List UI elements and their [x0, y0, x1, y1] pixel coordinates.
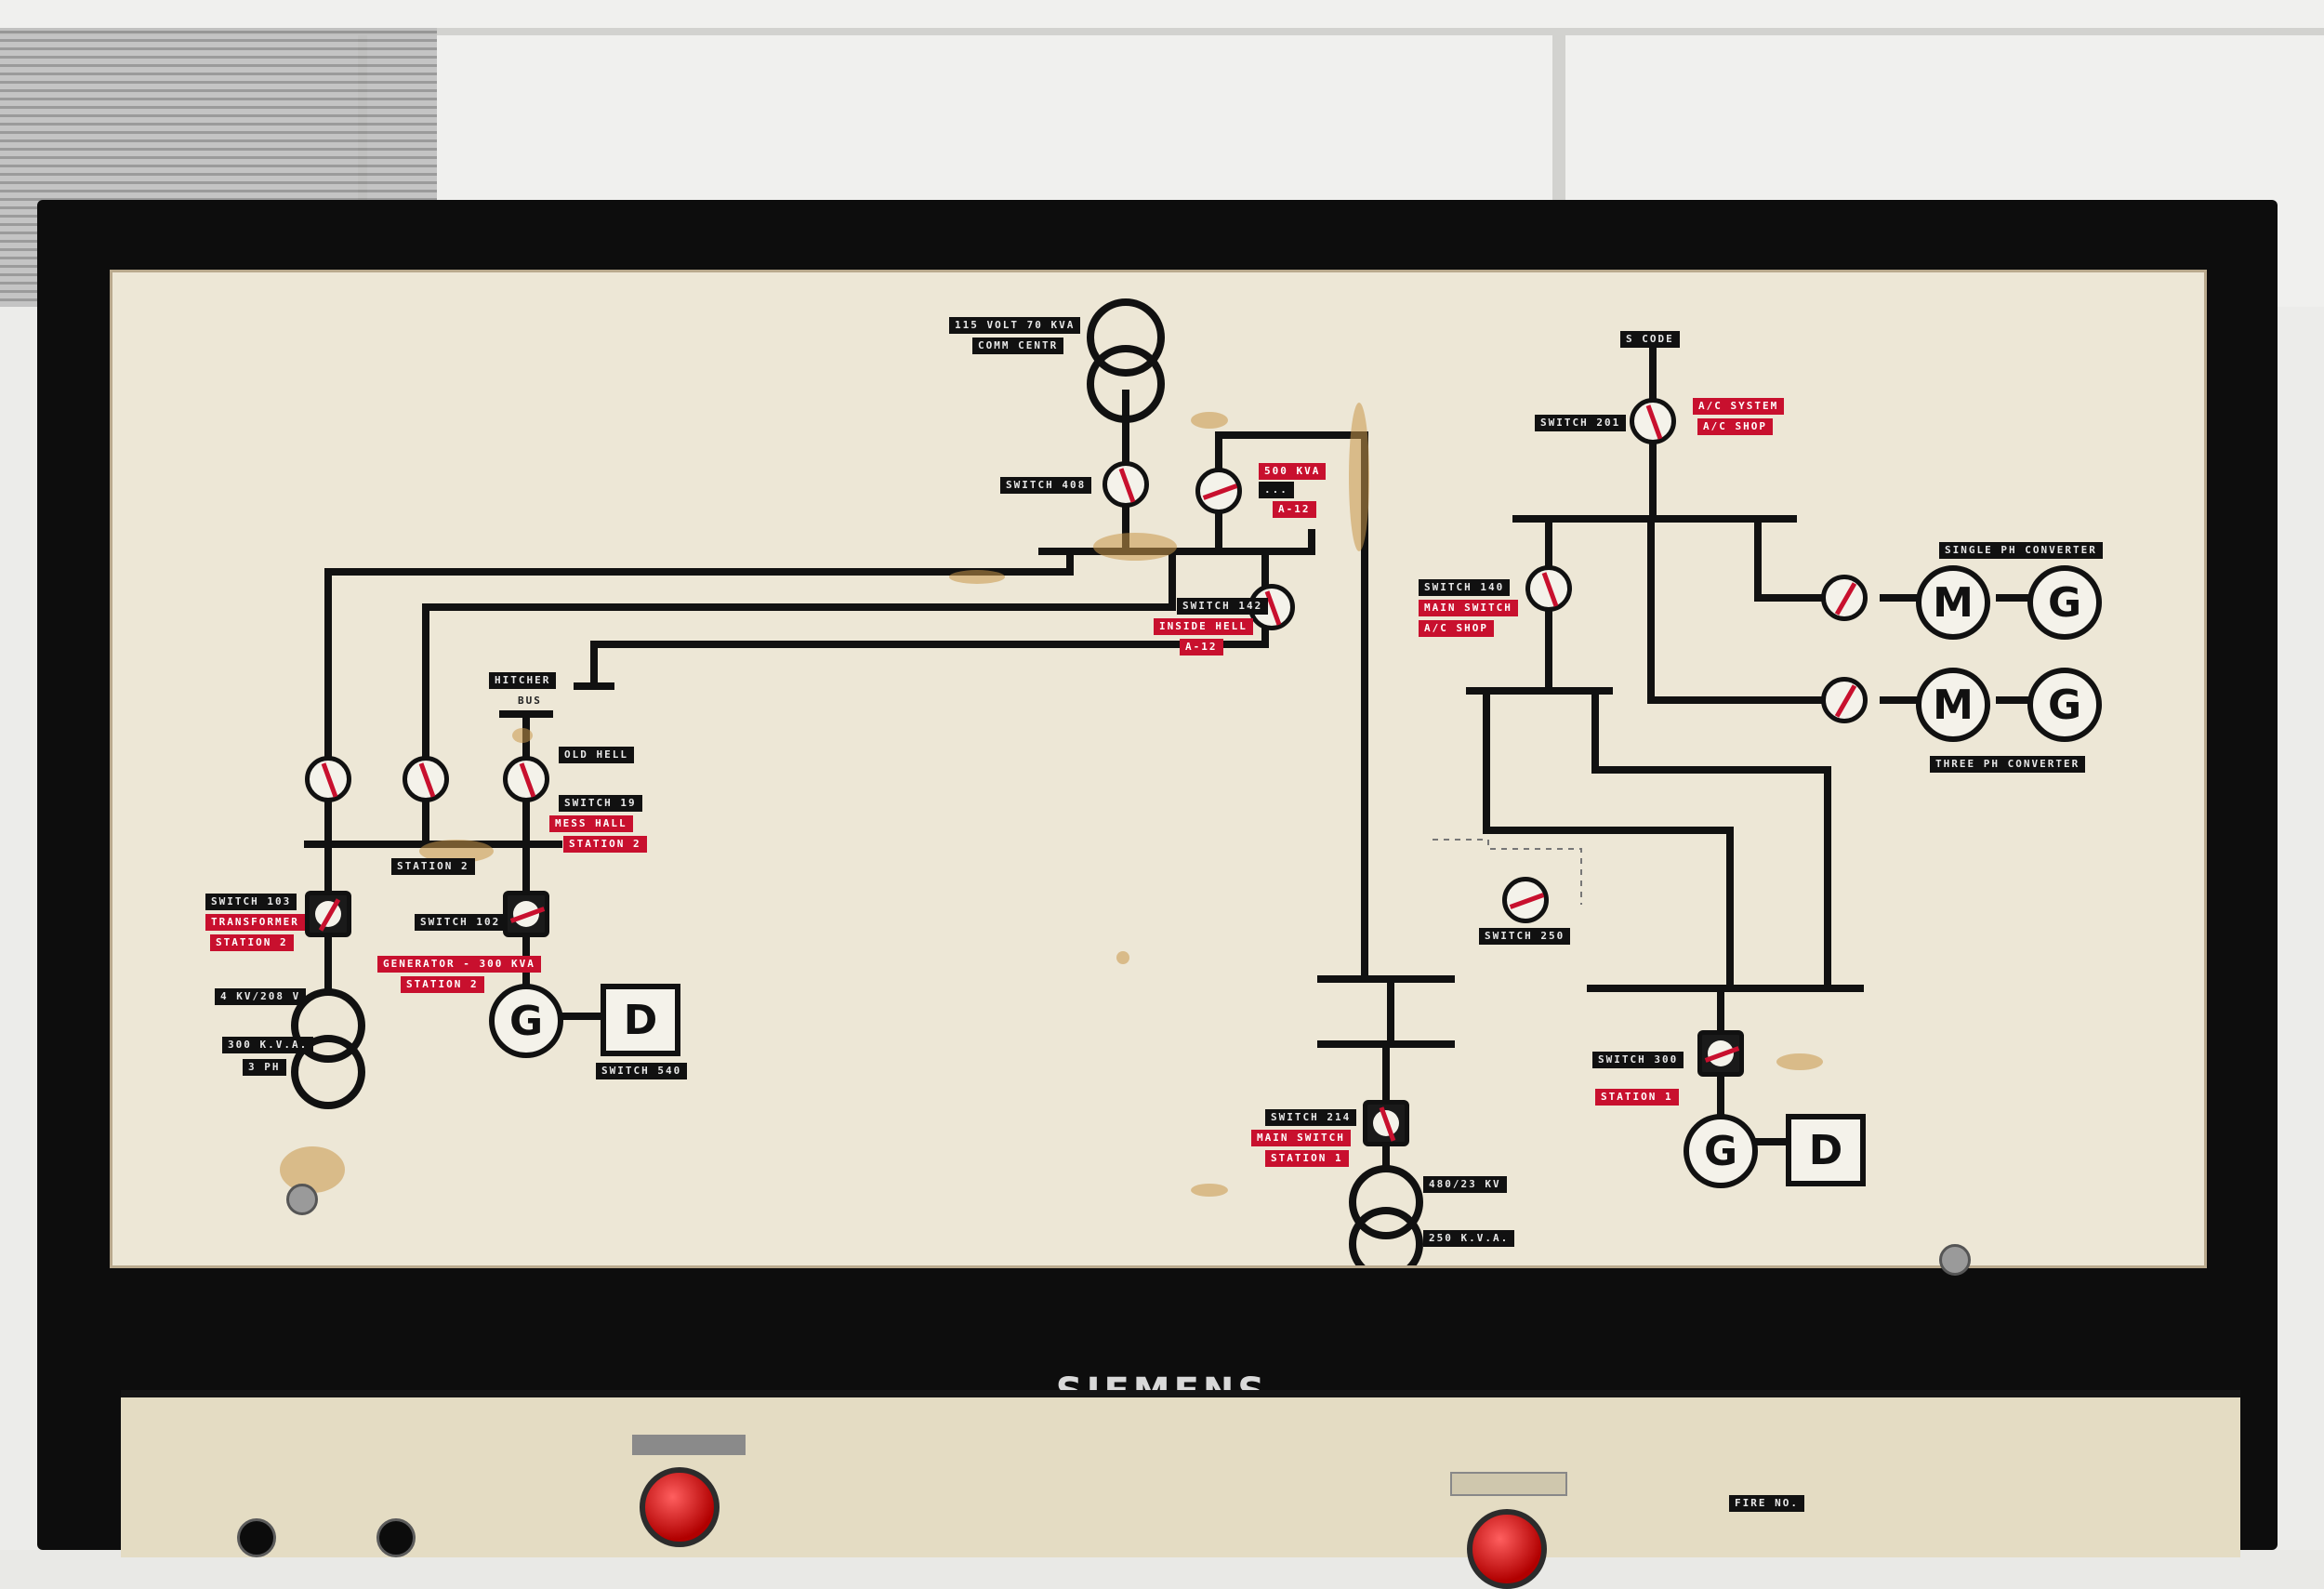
switch-103[interactable]	[305, 891, 351, 937]
station-2-r3-label: STATION 2	[401, 976, 484, 993]
nameplate	[632, 1435, 746, 1455]
lower-console: FIRE NO.	[121, 1390, 2240, 1589]
switch-500kva[interactable]	[1195, 468, 1242, 514]
mounting-screw	[286, 1184, 318, 1215]
motor-2: M	[1916, 668, 1990, 742]
switch-408[interactable]	[1103, 461, 1149, 508]
switch-214[interactable]	[1363, 1100, 1409, 1146]
station-2-r2-label: STATION 2	[210, 934, 294, 951]
hitcher-label: HITCHER	[489, 672, 557, 689]
red-button-left[interactable]	[640, 1467, 720, 1547]
rust-spot	[1776, 1053, 1823, 1070]
transformer-top-label: 115 VOLT 70 KVA	[949, 317, 1081, 334]
mounting-screw	[1939, 1244, 1971, 1276]
kva-bottom-label: 250 K.V.A.	[1423, 1230, 1515, 1247]
three-ph-label: THREE PH CONVERTER	[1930, 756, 2086, 773]
diesel-right: D	[1786, 1114, 1866, 1186]
rust-spot	[280, 1146, 345, 1193]
rust-spot	[1349, 403, 1369, 551]
bus-lines	[291, 298, 2036, 1265]
kva-500-label-c: A-12	[1273, 501, 1316, 518]
rust-spot	[1116, 951, 1129, 964]
mimic-panel: 115 VOLT 70 KVA COMM CENTR SWITCH 408 50…	[110, 270, 2207, 1276]
switch-300-label: SWITCH 300	[1592, 1052, 1684, 1068]
switch-540-label: SWITCH 540	[596, 1063, 688, 1079]
transformer-r-label: TRANSFORMER	[205, 914, 305, 931]
switch-201[interactable]	[1630, 398, 1676, 444]
code-top-label: S CODE	[1620, 331, 1680, 348]
switch-410[interactable]	[305, 756, 351, 802]
kv-left-label: 4 KV/208 V	[215, 988, 307, 1005]
ac-system-label: A/C SYSTEM	[1693, 398, 1785, 415]
red-button-right[interactable]	[1467, 1509, 1547, 1589]
kva-500-label-b: ...	[1259, 482, 1294, 498]
station-1-label: STATION 1	[1595, 1089, 1679, 1106]
generator-right: G	[1684, 1114, 1758, 1188]
transformer-top-label-2: COMM CENTR	[972, 338, 1064, 354]
switch-three-ph[interactable]	[1821, 677, 1868, 723]
diesel-left: D	[601, 984, 680, 1056]
switch-300[interactable]	[1697, 1030, 1744, 1077]
rust-spot	[1093, 533, 1177, 561]
kva-500-label: 500 KVA	[1259, 463, 1327, 480]
kva-left2-label: 3 PH	[243, 1059, 286, 1076]
rust-spot	[512, 728, 533, 743]
switch-19[interactable]	[503, 756, 549, 802]
motor-1: M	[1916, 565, 1990, 640]
switch-142-label: SWITCH 142	[1177, 598, 1269, 615]
inside-hell-label: INSIDE HELL	[1154, 618, 1253, 635]
switch-214-label: SWITCH 214	[1265, 1109, 1357, 1126]
generator-2: G	[2027, 668, 2102, 742]
switch-409[interactable]	[403, 756, 449, 802]
switch-103-label: SWITCH 103	[205, 894, 297, 910]
rust-spot	[949, 570, 1005, 584]
kva-left-label: 300 K.V.A.	[222, 1037, 314, 1053]
switch-140-label: SWITCH 140	[1419, 579, 1511, 596]
switch-408-label: SWITCH 408	[1000, 477, 1092, 494]
rust-spot	[1191, 1184, 1228, 1197]
generator-r-label: GENERATOR - 300 KVA	[377, 956, 541, 973]
main-switch-label: MAIN SWITCH	[1419, 600, 1518, 616]
ac-shop-label: A/C SHOP	[1697, 418, 1773, 435]
switch-102[interactable]	[503, 891, 549, 937]
console-hole	[237, 1518, 276, 1557]
old-hell-label: OLD HELL	[559, 747, 634, 763]
switch-single-ph[interactable]	[1821, 575, 1868, 621]
station-2-bus-label: STATION 2	[391, 858, 475, 875]
ac-shop-b-label: A/C SHOP	[1419, 620, 1494, 637]
generator-left: G	[489, 984, 563, 1058]
inside-hell-label-b: A-12	[1180, 639, 1223, 655]
nameplate-right	[1450, 1472, 1567, 1496]
rust-spot	[1191, 412, 1228, 429]
station-1-b-label: STATION 1	[1265, 1150, 1349, 1167]
switch-19-label: SWITCH 19	[559, 795, 642, 812]
mess-hall-label: MESS HALL	[549, 815, 633, 832]
console-hole	[376, 1518, 416, 1557]
bus-small-label: BUS	[518, 695, 542, 707]
kv-bottom-label: 480/23 KV	[1423, 1176, 1507, 1193]
station-2-r-label: STATION 2	[563, 836, 647, 853]
switch-250[interactable]	[1502, 877, 1549, 923]
switch-250-label: SWITCH 250	[1479, 928, 1571, 945]
single-ph-label: SINGLE PH CONVERTER	[1939, 542, 2103, 559]
switch-201-label: SWITCH 201	[1535, 415, 1627, 431]
switch-102-label: SWITCH 102	[415, 914, 507, 931]
generator-1: G	[2027, 565, 2102, 640]
main-switch-b-label: MAIN SWITCH	[1251, 1130, 1351, 1146]
ceiling-seam	[0, 28, 2324, 35]
switch-140[interactable]	[1525, 565, 1572, 612]
fire-no-label: FIRE NO.	[1729, 1495, 1804, 1512]
